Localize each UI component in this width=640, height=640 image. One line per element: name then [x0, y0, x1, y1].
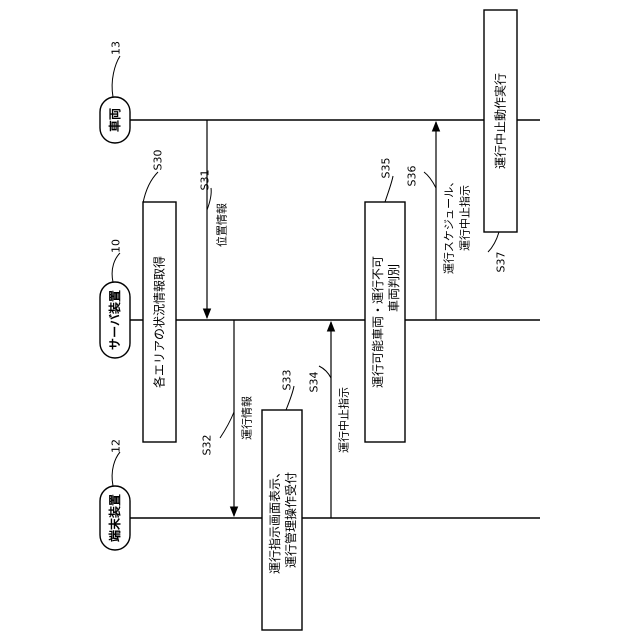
step-s37-label: S37: [495, 252, 508, 273]
actor-terminal: 端末装置: [100, 486, 130, 550]
step-s36-label: S36: [406, 166, 419, 187]
step-s35-label: S35: [380, 158, 393, 179]
actor-vehicle-label: 車両: [107, 108, 122, 132]
actor-server: サーバ装置: [100, 282, 130, 358]
step-s36-lead: [424, 172, 436, 188]
step-s34-text: 運行中止指示: [337, 387, 351, 453]
step-s33-text-line2: 運行管理操作受付: [283, 472, 298, 568]
step-s31-label: S31: [199, 170, 212, 191]
actor-server-label: サーバ装置: [107, 290, 122, 350]
step-s35-text-line2: 車両判別: [387, 264, 401, 312]
step-s31-text: 位置情報: [215, 203, 229, 247]
step-s37-lead: [488, 232, 499, 252]
step-s32-label: S32: [201, 435, 214, 456]
terminal-ref-lead: [112, 452, 120, 486]
actor-terminal-label: 端末装置: [107, 494, 122, 542]
step-s32-text: 運行情報: [241, 396, 254, 440]
server-ref-number: 10: [110, 239, 123, 253]
server-ref-lead: [112, 253, 120, 282]
step-s30-label: S30: [152, 150, 165, 171]
step-s35-text-line1: 運行可能車両・運行不可: [371, 256, 385, 388]
terminal-ref-number: 12: [110, 439, 123, 453]
step-s30-lead: [143, 172, 158, 203]
step-s34-label: S34: [308, 372, 321, 393]
step-s33-text-line1: 運行指示画面表示、: [267, 466, 282, 574]
step-s37-box: 運行中止動作実行: [484, 10, 517, 232]
step-s36-text-line1: 運行スケジュール、: [443, 176, 456, 274]
vehicle-ref-lead: [112, 56, 120, 97]
step-s32-lead: [220, 412, 234, 438]
actor-vehicle: 車両: [100, 97, 130, 143]
step-s37-text: 運行中止動作実行: [493, 73, 508, 169]
step-s30-box: 各エリアの状況情報取得: [143, 202, 176, 442]
step-s35-lead: [385, 176, 393, 202]
step-s36-text-line2: 運行中止指示: [458, 185, 472, 251]
step-s34-lead: [319, 366, 331, 378]
step-s30-text: 各エリアの状況情報取得: [152, 256, 167, 388]
vehicle-ref-number: 13: [110, 41, 123, 55]
step-s33-box: 運行指示画面表示、 運行管理操作受付: [262, 410, 302, 630]
step-s35-box: 運行可能車両・運行不可 車両判別: [365, 202, 405, 442]
step-s33-label: S33: [281, 370, 294, 391]
